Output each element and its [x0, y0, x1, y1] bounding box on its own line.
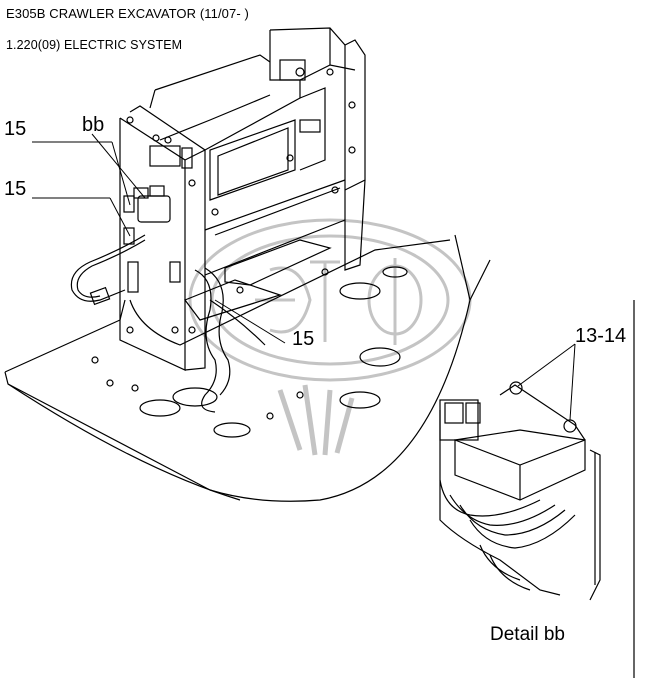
relay-assembly: [123, 134, 193, 293]
diagram-title: E305B CRAWLER EXCAVATOR (11/07- ): [6, 6, 249, 21]
callout-15-upper: 15: [4, 118, 27, 140]
diagram-subtitle: 1.220(09) ELECTRIC SYSTEM: [6, 38, 183, 52]
callout-15-middle: 15: [4, 178, 27, 200]
watermark-logo: [188, 218, 472, 456]
callout-15-lower: 15: [292, 328, 315, 350]
electrical-frame: [119, 27, 366, 371]
floor-plate: [4, 234, 491, 502]
wire-harness: [70, 234, 266, 413]
callout-13-14: 13-14: [575, 325, 627, 347]
callout-bb: bb: [82, 114, 105, 136]
detail-bb-drawing: [439, 300, 635, 678]
leader-lines: [32, 133, 576, 421]
detail-bb-label: Detail bb: [490, 624, 565, 645]
